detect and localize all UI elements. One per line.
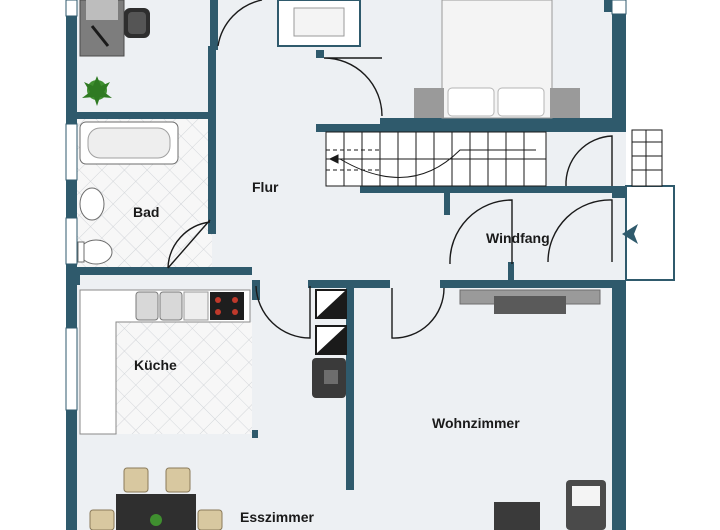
stairs-arrow-icon	[328, 154, 339, 164]
chair-4	[197, 509, 223, 530]
sink-1	[135, 291, 159, 321]
wall-right-lower	[612, 280, 626, 530]
door-swings	[167, 0, 613, 339]
kitchen-furniture	[79, 289, 251, 435]
door-windfang-left	[449, 199, 513, 265]
small-bed-pillow	[293, 7, 345, 37]
window-bath	[65, 123, 78, 181]
chimney-shaft-2-fill	[316, 326, 346, 354]
chimney	[312, 289, 347, 398]
dining-furniture	[89, 467, 223, 530]
entrance-steps	[631, 129, 663, 187]
door-kueche	[255, 285, 311, 339]
bathroom-furniture	[77, 121, 179, 265]
label-windfang: Windfang	[486, 230, 550, 246]
bathtub-inner	[87, 127, 171, 159]
label-wohnzimmer: Wohnzimmer	[432, 415, 520, 431]
washbasin	[79, 187, 105, 221]
stove-window	[324, 370, 338, 384]
stairs-dashed-part	[326, 149, 380, 171]
bed-pillow-right	[497, 87, 545, 117]
wall-top-right-stub	[604, 0, 614, 12]
wall-flur-left	[208, 46, 216, 234]
wall-bedroom-bottom	[380, 118, 612, 126]
wall-chimney-box	[308, 280, 354, 288]
desk-top	[86, 0, 118, 20]
table-plant-icon	[150, 514, 162, 526]
label-flur: Flur	[252, 179, 279, 195]
label-kueche: Küche	[134, 357, 177, 373]
wall-living-top-left	[346, 280, 390, 288]
wall-living-left	[346, 284, 354, 490]
cooktop	[210, 292, 244, 320]
door-living	[391, 287, 445, 339]
living-furniture	[459, 289, 606, 530]
wall-windfang-bottom	[508, 262, 514, 282]
chair-2	[165, 467, 191, 493]
plant-icon	[82, 76, 112, 106]
label-esszimmer: Esszimmer	[240, 509, 314, 525]
wall-right-outer	[612, 0, 626, 132]
stairs-walk-line	[339, 149, 536, 178]
door-windfang-right	[547, 199, 613, 263]
wall-living-top	[440, 280, 626, 288]
walls	[66, 0, 626, 530]
chimney-shaft-1-fill	[316, 290, 346, 318]
wall-room-top-left	[210, 0, 218, 50]
entrance-steps-treads	[632, 130, 662, 186]
room-labels: Flur Bad Windfang Küche Wohnzimmer Esszi…	[133, 179, 550, 525]
chair-1	[123, 467, 149, 493]
study-furniture	[79, 0, 150, 106]
label-bad: Bad	[133, 204, 159, 220]
windows	[65, 0, 627, 411]
bed-pillow-left	[447, 87, 495, 117]
wall-stairs-bottom	[360, 186, 626, 193]
desk-lamp	[90, 25, 110, 47]
wall-left-outer	[66, 0, 77, 530]
wall-esszimmer-divider	[252, 430, 258, 438]
wall-windfang-left	[444, 193, 450, 215]
nightstand-left	[414, 88, 444, 118]
burner-3	[215, 309, 221, 315]
burner-1	[215, 297, 221, 303]
side-table	[494, 502, 540, 530]
door-entrance	[565, 135, 613, 187]
sink-2	[159, 291, 183, 321]
tv	[494, 296, 566, 314]
wall-bath-top	[66, 112, 212, 119]
toilet	[79, 239, 113, 265]
staircase	[325, 129, 663, 187]
wall-bath-bottom	[66, 267, 252, 275]
stairs-treads	[326, 132, 546, 186]
window-kitchen	[65, 327, 78, 411]
window-bath-2	[65, 217, 78, 265]
door-bedroom	[323, 57, 383, 117]
office-chair-icon	[124, 8, 150, 38]
burner-2	[232, 297, 238, 303]
window-right-top	[611, 0, 627, 15]
wall-kitchen-left-stub	[66, 275, 80, 285]
toilet-tank	[77, 241, 85, 263]
bedroom-furniture	[277, 0, 580, 119]
entrance-arrow-icon	[622, 224, 638, 244]
window-top-left	[65, 0, 78, 17]
nightstand-right	[550, 88, 580, 118]
wall-bedroom-left	[316, 50, 324, 58]
burner-4	[232, 309, 238, 315]
door-top-room	[217, 0, 263, 47]
chair-3	[89, 509, 115, 530]
drainer	[183, 291, 209, 321]
armchair-cushion	[572, 486, 600, 506]
wall-stairs-top	[316, 124, 626, 132]
kueche-floor-tiles	[116, 322, 252, 434]
door-bad	[167, 219, 211, 269]
